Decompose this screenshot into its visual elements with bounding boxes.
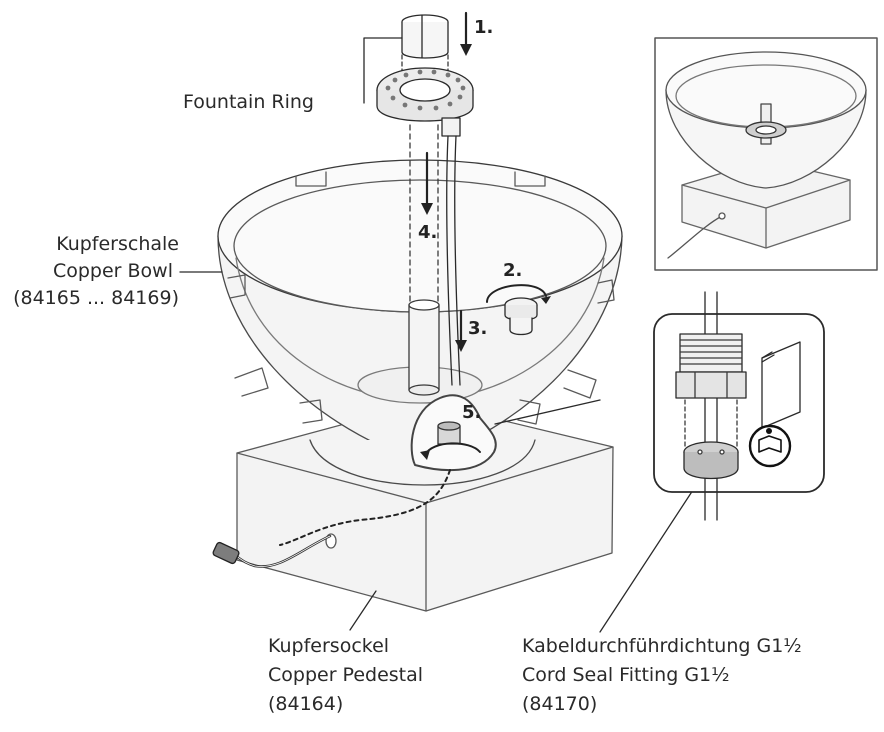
rotate-arrow-step-2 <box>486 284 551 304</box>
step-2-label: 2. <box>503 260 523 281</box>
step-5-area <box>410 394 497 472</box>
fountain-ring <box>363 14 474 386</box>
seal-article-number: (84170) <box>522 693 598 715</box>
step-5-label: 5. <box>462 402 482 423</box>
pedestal-label-en: Copper Pedestal <box>268 664 424 686</box>
center-pipe <box>408 299 440 396</box>
bowl-plug <box>504 297 538 336</box>
step-3-label: 3. <box>468 318 488 339</box>
pedestal-label-de: Kupfersockel <box>268 635 390 657</box>
inset-view <box>654 37 878 271</box>
bowl-label-en: Copper Bowl <box>52 260 173 282</box>
power-cable <box>212 469 451 568</box>
step-arrows <box>421 11 472 352</box>
fountain-ring-label: Fountain Ring <box>183 91 314 113</box>
seal-label-de: Kabeldurchführdichtung G1½ <box>522 635 802 657</box>
bowl-label-de: Kupferschale <box>56 233 179 255</box>
seal-label-en: Cord Seal Fitting G1½ <box>522 664 730 686</box>
cord-seal-callout <box>653 291 825 521</box>
pedestal-article-number: (84164) <box>268 693 344 715</box>
step-4-label: 4. <box>418 222 438 243</box>
bowl-article-number: (84165 ... 84169) <box>13 287 179 309</box>
step-1-label: 1. <box>474 17 494 38</box>
